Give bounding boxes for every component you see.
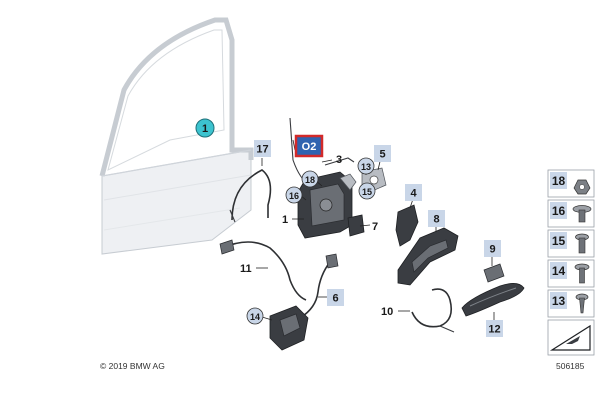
callout-12[interactable]: 12 — [486, 320, 503, 337]
callout-5[interactable]: 5 — [374, 145, 391, 162]
callout-17-label: 17 — [256, 144, 268, 156]
callout-16-label: 16 — [289, 191, 299, 201]
callout-8-label: 8 — [433, 214, 439, 226]
sidebar-item-15[interactable]: 15 — [550, 232, 589, 254]
callout-7[interactable]: 7 — [372, 221, 378, 233]
part-8-handle-carrier — [397, 227, 459, 286]
door-handle-marker[interactable]: 1 — [195, 118, 215, 138]
leader-lines — [256, 139, 495, 328]
part-11-cable — [219, 239, 307, 301]
callout-5-label: 5 — [379, 149, 385, 161]
washer-bolt-icon — [572, 205, 592, 223]
callout-15-label: 15 — [362, 187, 372, 197]
callout-18[interactable]: 18 — [301, 170, 319, 188]
door-panel — [99, 17, 254, 255]
callout-9[interactable]: 9 — [484, 240, 501, 257]
callout-4-label: 4 — [410, 188, 417, 200]
sidebar-item-14[interactable]: 14 — [550, 262, 590, 284]
part-10-cable — [411, 288, 455, 333]
part-1-door-lock — [297, 171, 357, 239]
part-3-rod — [324, 157, 355, 166]
bolt-icon — [575, 233, 589, 254]
screw-icon — [575, 293, 589, 314]
part-12-outer-handle — [461, 283, 525, 317]
copyright-text: © 2019 BMW AG — [100, 361, 165, 371]
callout-O2-highlighted[interactable]: O2 — [294, 134, 324, 158]
part-6-cable — [299, 253, 339, 319]
callout-14[interactable]: 14 — [246, 307, 264, 325]
callout-4[interactable]: 4 — [405, 184, 422, 201]
nut-icon — [573, 179, 591, 195]
sidebar-item-18[interactable]: 18 — [550, 172, 591, 195]
callout-8[interactable]: 8 — [428, 210, 445, 227]
part-4-bracket — [395, 204, 419, 247]
gasket-wedge-icon — [549, 324, 591, 351]
flange-bolt-icon — [574, 263, 590, 284]
callout-11[interactable]: 11 — [240, 263, 252, 275]
callout-17[interactable]: 17 — [254, 140, 271, 157]
callout-9-label: 9 — [489, 244, 495, 256]
callout-10[interactable]: 10 — [381, 306, 393, 318]
sidebar-item-13[interactable]: 13 — [550, 292, 589, 314]
sidebar-item-18-label: 18 — [552, 174, 566, 188]
part-7-plate — [347, 214, 365, 237]
callout-3[interactable]: 3 — [336, 154, 342, 166]
callout-15[interactable]: 15 — [358, 182, 376, 200]
callout-1-door-label: 1 — [202, 123, 208, 135]
sidebar-item-16[interactable]: 16 — [550, 202, 592, 223]
callout-14-label: 14 — [250, 312, 260, 322]
sidebar-item-13-label: 13 — [552, 294, 566, 308]
callout-10-label: 10 — [381, 306, 393, 318]
callout-12-label: 12 — [488, 324, 500, 336]
callout-18-label: 18 — [305, 175, 315, 185]
callout-13[interactable]: 13 — [357, 157, 375, 175]
callout-16[interactable]: 16 — [285, 186, 303, 204]
callout-1-label: 1 — [282, 214, 288, 226]
sidebar-item-14-label: 14 — [552, 264, 566, 278]
callout-6[interactable]: 6 — [327, 289, 344, 306]
sidebar-item-15-label: 15 — [552, 234, 566, 248]
part-9-cap — [483, 263, 505, 283]
diagram-id: 506185 — [556, 361, 585, 371]
sidebar-item-16-label: 16 — [552, 204, 566, 218]
part-14-latch — [269, 305, 309, 351]
callout-13-label: 13 — [361, 162, 371, 172]
part-17-cable — [229, 169, 272, 223]
callout-1[interactable]: 1 — [282, 214, 288, 226]
callout-7-label: 7 — [372, 221, 378, 233]
callout-11-label: 11 — [240, 263, 252, 275]
callout-6-label: 6 — [332, 293, 338, 305]
callout-O2-label: O2 — [302, 141, 317, 153]
fastener-sidebar: 18 16 15 14 — [547, 169, 595, 356]
callout-3-label: 3 — [336, 154, 342, 166]
